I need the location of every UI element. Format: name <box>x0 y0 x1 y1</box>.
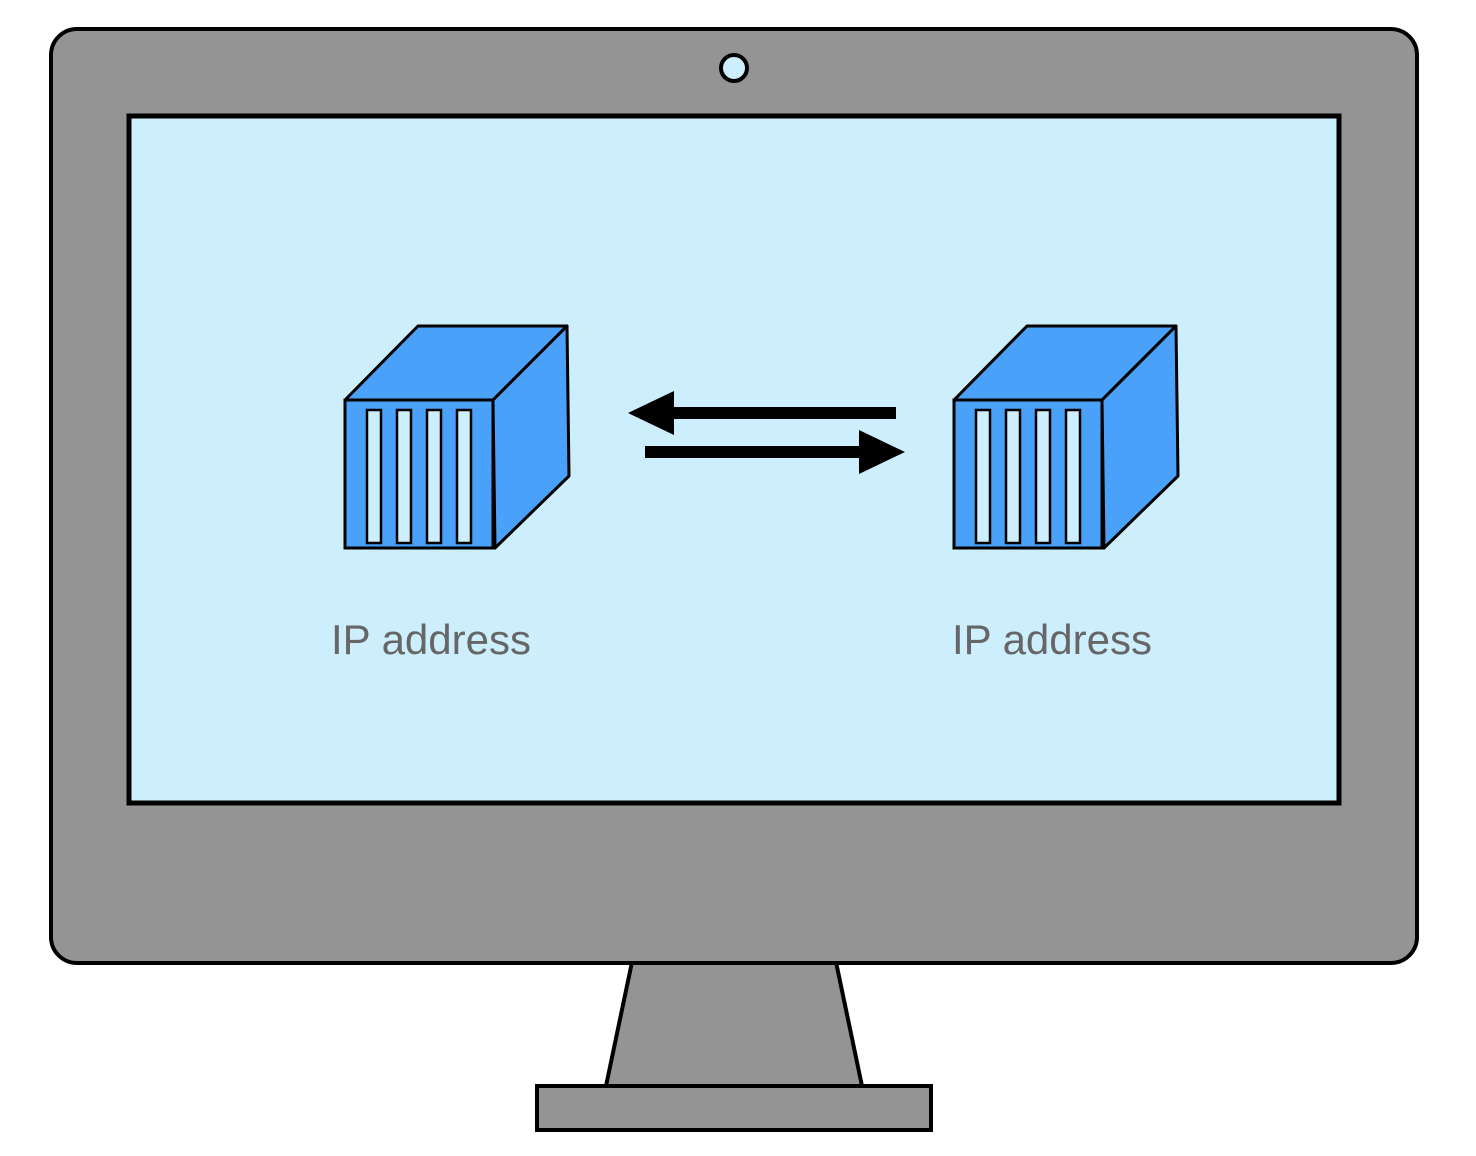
arrow-right-shaft <box>645 446 865 458</box>
arrow-right-head-icon <box>859 430 905 474</box>
container-slot <box>974 408 992 545</box>
stand-neck <box>604 960 864 1088</box>
arrow-left-shaft <box>668 407 896 419</box>
container-slot <box>425 408 443 545</box>
container-slot <box>1034 408 1052 545</box>
stand-base <box>535 1084 933 1132</box>
bidirectional-arrows <box>628 391 905 474</box>
webcam-icon <box>719 53 749 83</box>
container-slot <box>395 408 413 545</box>
container-slot <box>1064 408 1082 545</box>
container-label: IP address <box>952 616 1152 663</box>
monitor-stand <box>535 960 933 1132</box>
container-right: IP address <box>952 324 1180 663</box>
container-slot <box>1004 408 1022 545</box>
container-slot <box>455 408 473 545</box>
arrow-left-head-icon <box>628 391 674 435</box>
container-label: IP address <box>331 616 531 663</box>
container-left: IP address <box>331 324 571 663</box>
container-slot <box>365 408 383 545</box>
